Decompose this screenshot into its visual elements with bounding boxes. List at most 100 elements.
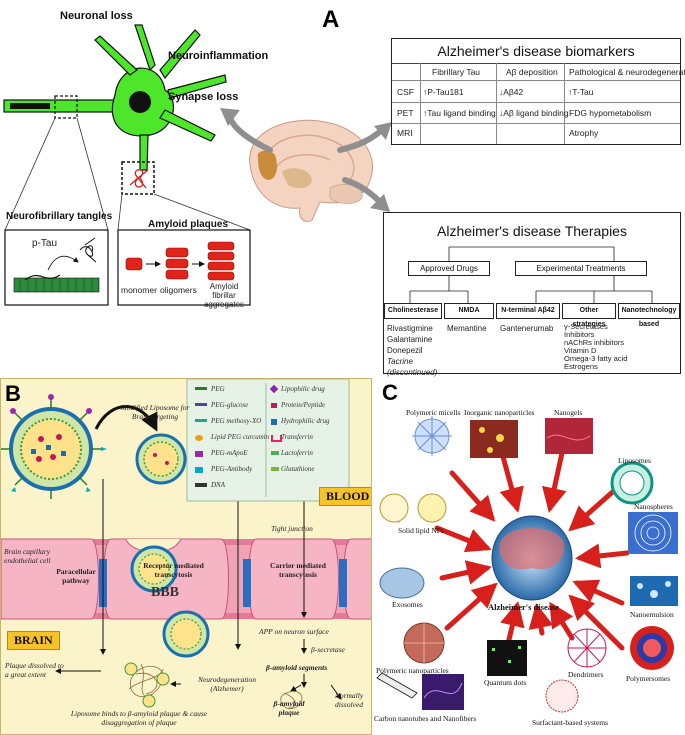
segments-label: β-amyloid segments — [266, 663, 328, 672]
receptor-label: Receptor mediated transcytosis — [143, 561, 204, 579]
row-pet-c2: ↓Aβ ligand binding — [499, 108, 569, 118]
legend-item: Hydrophilic drug — [281, 417, 330, 425]
bbb-label: BBB — [151, 585, 180, 600]
row-csf-c2: ↓Aβ42 — [499, 87, 524, 97]
endothelial-label: Brain capillary endothelial cell — [4, 547, 51, 565]
therapies-table: Alzheimer's disease Therapies Approved D… — [383, 212, 681, 377]
nmda-list: Memantine — [447, 323, 487, 334]
legend-swatch — [195, 435, 203, 441]
panel-b: B Modified Liposome for Brain targeting … — [0, 378, 372, 735]
legend-swatch — [195, 419, 207, 422]
legend-item: Lipid PEG curcumin — [211, 433, 270, 441]
c-item-polymeric-nps: Polymeric nanoparticles — [376, 666, 449, 675]
row-pet-label: PET — [397, 108, 414, 118]
legend-swatch — [271, 467, 279, 471]
panel-c-letter: C — [382, 380, 398, 405]
modified-liposome-label: Modified Liposome for Brain targeting — [120, 403, 190, 421]
legend-item: Glutathione — [281, 465, 315, 473]
legend-item: PEG — [211, 385, 225, 393]
legend-swatch — [271, 403, 277, 408]
label-amyloid-plaques: Amyloid plaques — [148, 219, 229, 230]
legend-swatch — [271, 451, 279, 455]
other-item: Inhibitors — [564, 330, 595, 339]
other-item: γ-Secretases — [564, 322, 608, 331]
plaque-label: β-amyloid plaque — [273, 699, 305, 717]
nterm-list: Gantenerumab — [500, 323, 553, 334]
other-item: Vitamin D — [564, 346, 597, 355]
c-item-inorganic-nps: Inorganic nanoparticles — [464, 408, 535, 417]
c-item-solid-lipid: Solid lipid NPs — [398, 526, 444, 535]
legend-swatch — [195, 403, 207, 406]
panel-c-art — [376, 416, 678, 713]
col-ab-deposition: Aβ deposition — [506, 67, 558, 77]
chol-list: Rivastigmine Galantamine Donepezil Tacri… — [387, 323, 437, 378]
label-nft: Neurofibrillary tangles — [6, 211, 113, 222]
legend-swatch — [195, 467, 203, 473]
col-pathological: Pathological & neurodegeneration — [569, 67, 685, 77]
row-mri-c3: Atrophy — [569, 128, 599, 138]
panel-a: A — [3, 6, 685, 377]
row-pet-c3: FDG hypometabolism — [569, 108, 652, 118]
legend-item: Lipophilic drug — [281, 385, 325, 393]
nterminal-box: N-terminal Aβ42 — [496, 303, 560, 319]
cholinesterase-box: Cholinesterase — [384, 303, 442, 319]
legend-item: PEG-glucose — [211, 401, 249, 409]
label-fibrillar: Amyloid fibrillar aggregates — [203, 282, 245, 309]
legend-swatch — [271, 435, 282, 442]
tight-junction-label: Tight junction — [271, 524, 313, 533]
approved-drugs-box: Approved Drugs — [408, 261, 490, 276]
legend-item: Transferrin — [281, 433, 313, 441]
legend-item: Lactoferrin — [281, 449, 313, 457]
other-strategies-box: Other strategies — [562, 303, 616, 328]
neuron-illustration — [3, 24, 251, 306]
legend-swatch — [271, 419, 277, 425]
label-oligomers: oligomers — [160, 285, 197, 295]
chol-item: Tacrine — [387, 357, 413, 366]
c-item-nanogels: Nanogels — [554, 408, 583, 417]
biomarkers-grid: Fibrillary Tau Aβ deposition Pathologica… — [392, 63, 685, 144]
nmda-item: Memantine — [447, 324, 487, 333]
brain-illustration — [249, 119, 374, 223]
label-monomer: monomer — [121, 285, 157, 295]
row-csf-c1: ↑P-Tau181 — [423, 87, 464, 97]
label-neuronal-loss: Neuronal loss — [60, 10, 133, 22]
label-neuroinflammation: Neuroinflammation — [168, 50, 269, 62]
biomarkers-table: Alzheimer's disease biomarkers Fibrillar… — [391, 38, 685, 145]
legend-item: PEG-mApoE — [211, 449, 248, 457]
row-csf-c3: ↑T-Tau — [568, 87, 594, 97]
therapies-title: Alzheimer's disease Therapies — [437, 223, 627, 239]
experimental-box: Experimental Treatments — [515, 261, 647, 276]
chol-item: Rivastigmine — [387, 324, 433, 333]
c-item-nanospheres: Nanospheres — [634, 502, 673, 511]
c-item-polymersomes: Polymersomes — [626, 674, 671, 683]
c-item-nanoemulsion: Nanoemulsion — [630, 610, 674, 619]
csf-ptau: P-Tau181 — [427, 87, 464, 97]
row-pet-c1: ↑Tau ligand binding — [423, 108, 496, 118]
chol-item: Donepezil — [387, 346, 423, 355]
c-item-liposomes: Liposomes — [618, 456, 651, 465]
brain-tag: BRAIN — [7, 631, 60, 650]
dissolved-label: Plaque dissolved to a great extent — [5, 661, 64, 679]
pet-ab: Aβ ligand binding — [503, 108, 569, 118]
panel-b-letter: B — [5, 381, 21, 406]
grey-arrows — [220, 108, 392, 212]
row-mri-label: MRI — [397, 128, 413, 138]
nanotech-box: Nanotechnology based — [618, 303, 680, 328]
csf-ttau: T-Tau — [572, 87, 594, 97]
legend-item: Protein/Peptide — [281, 401, 326, 409]
c-item-dendrimers: Dendrimers — [568, 670, 604, 679]
row-csf-label: CSF — [397, 87, 414, 97]
c-item-polymeric-micells: Polymeric micells — [406, 408, 461, 417]
pet-tau: Tau ligand binding — [427, 108, 496, 118]
center-label: Alzheimer's disease — [488, 602, 560, 612]
nmda-box: NMDA — [444, 303, 494, 319]
other-item: Estrogens — [564, 362, 598, 371]
other-item: nAChRs inhibitors — [564, 338, 625, 347]
b-secretase-label: β-secretase — [311, 645, 345, 654]
legend-item: PEG-Antibody — [211, 465, 253, 473]
blood-tag: BLOOD — [319, 487, 371, 506]
carrier-label: Carrier mediated transcytosis — [270, 561, 326, 579]
other-item: Omega-3 fatty acid — [564, 354, 628, 363]
c-item-quantum-dots: Quantum dots — [484, 678, 527, 687]
binds-label: Liposome binds to β-amyloid plaque & cau… — [70, 709, 208, 727]
